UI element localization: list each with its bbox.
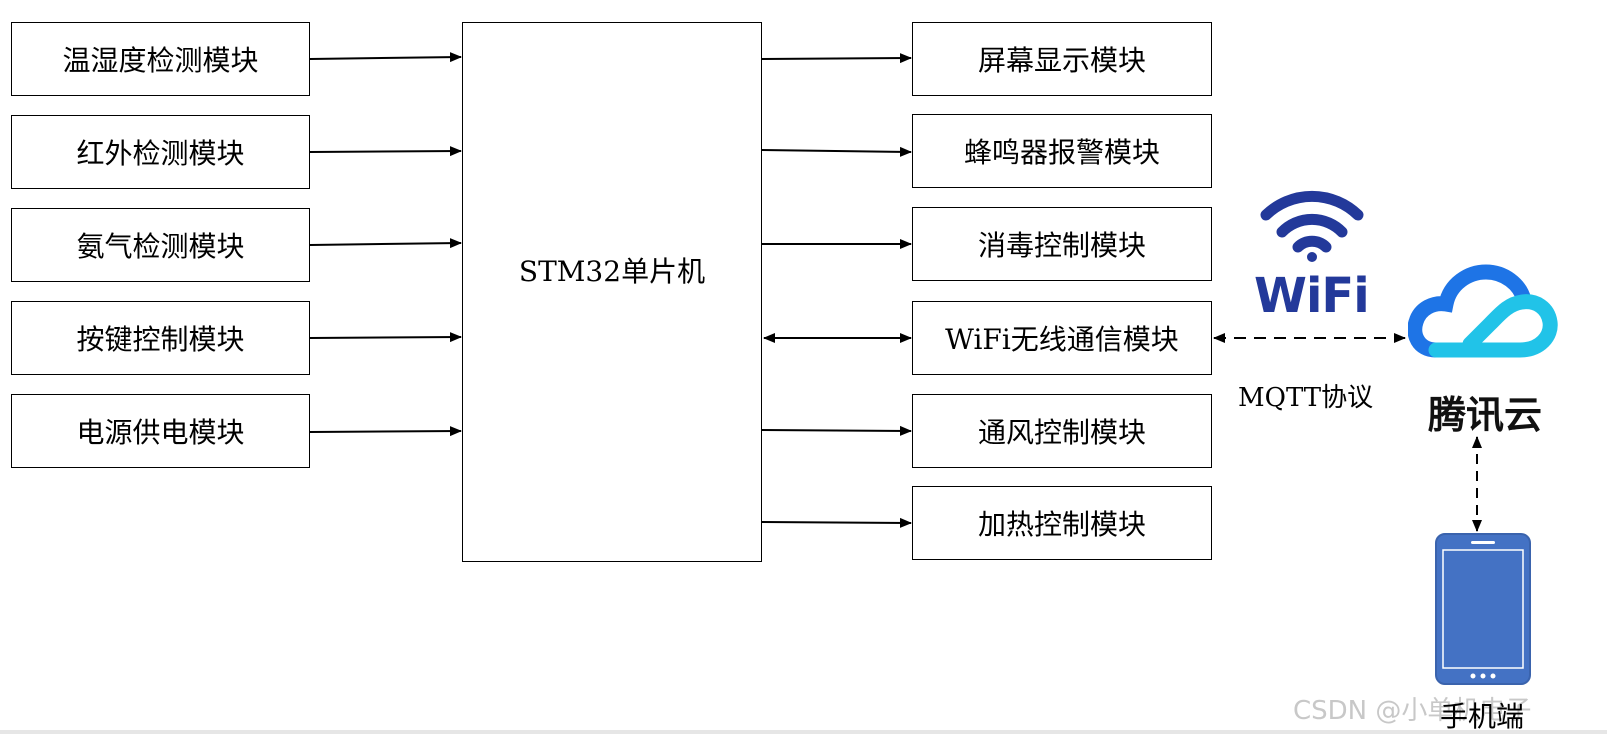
- arrow-nh3-to-mcu: [309, 238, 462, 249]
- tencent-cloud-icon: [1408, 264, 1558, 358]
- module-infrared: 红外检测模块: [11, 115, 310, 189]
- module-screen-display: 屏幕显示模块: [912, 22, 1212, 96]
- module-label: 按键控制模块: [76, 323, 245, 356]
- module-label: 加热控制模块: [977, 508, 1146, 541]
- module-power-supply: 电源供电模块: [11, 394, 310, 468]
- arrow-temp-to-mcu: [309, 52, 462, 63]
- mcu-block: STM32单片机: [462, 22, 762, 562]
- module-temp-humidity: 温湿度检测模块: [11, 22, 310, 96]
- wifi-logo-text: WiFi: [1254, 268, 1370, 324]
- module-label: 温湿度检测模块: [62, 44, 259, 77]
- module-label: 电源供电模块: [76, 416, 245, 449]
- module-label: 氨气检测模块: [76, 230, 245, 263]
- protocol-label: MQTT协议: [1238, 383, 1374, 413]
- arrow-mcu-to-heat: [761, 517, 912, 528]
- arrow-key-to-mcu: [309, 332, 462, 343]
- arrow-ir-to-mcu: [309, 146, 462, 157]
- phone-label: 手机端: [1440, 700, 1525, 733]
- module-label: 消毒控制模块: [977, 229, 1146, 262]
- bottom-divider: [0, 730, 1607, 734]
- arrow-mcu-to-buzzer: [761, 146, 912, 157]
- module-disinfection: 消毒控制模块: [912, 207, 1212, 281]
- module-ventilation: 通风控制模块: [912, 394, 1212, 468]
- module-wifi-comm: WiFi无线通信模块: [912, 301, 1212, 375]
- module-key-control: 按键控制模块: [11, 301, 310, 375]
- arrow-power-to-mcu: [309, 426, 462, 437]
- module-buzzer-alarm: 蜂鸣器报警模块: [912, 114, 1212, 188]
- module-heating: 加热控制模块: [912, 486, 1212, 560]
- arrow-mcu-to-vent: [761, 425, 912, 436]
- module-label: WiFi无线通信模块: [945, 323, 1179, 356]
- module-label: 屏幕显示模块: [977, 44, 1146, 77]
- module-label: 蜂鸣器报警模块: [963, 136, 1160, 169]
- module-label: 通风控制模块: [977, 416, 1146, 449]
- module-ammonia: 氨气检测模块: [11, 208, 310, 282]
- arrow-mcu-to-screen: [761, 53, 912, 64]
- cloud-label: 腾讯云: [1428, 393, 1543, 437]
- watermark: CSDN @小单机电子: [1293, 696, 1532, 726]
- wifi-signal-icon: [1260, 190, 1364, 262]
- module-label: 红外检测模块: [76, 137, 245, 170]
- phone-icon: [1435, 533, 1531, 685]
- mcu-label: STM32单片机: [518, 255, 706, 288]
